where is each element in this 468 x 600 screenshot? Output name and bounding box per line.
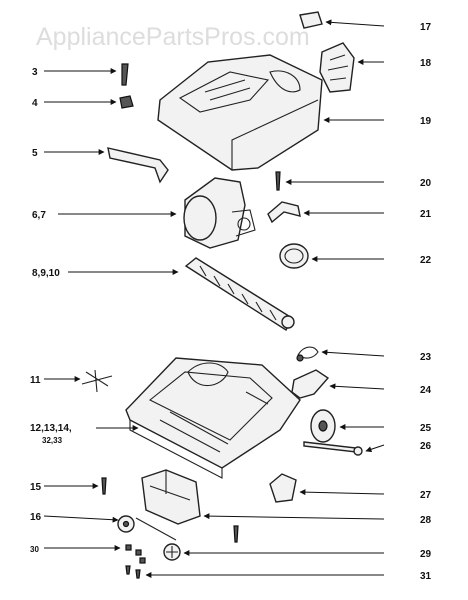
part-5-bracket	[107, 147, 169, 184]
callout-22: 22	[420, 255, 432, 266]
callout-8-9-10: 8,9,10	[32, 268, 60, 279]
part-rod	[135, 517, 177, 541]
part-18-lens	[319, 42, 355, 93]
part-26-axle	[303, 441, 363, 456]
callout-28: 28	[420, 515, 432, 526]
callout-5: 5	[32, 148, 38, 159]
part-28-nozzle	[141, 469, 201, 525]
callout-19: 19	[420, 116, 432, 127]
callout-30: 30	[30, 545, 39, 554]
callout-23: 23	[420, 352, 432, 363]
part-20-screw	[275, 171, 281, 191]
callout-16: 16	[30, 512, 42, 523]
part-24-pedal	[291, 369, 330, 399]
callout-25: 25	[420, 423, 432, 434]
part-8-9-10-brushroll	[184, 257, 295, 332]
part-17-clip	[299, 11, 323, 29]
part-22-belt-ring	[279, 243, 309, 269]
part-30-bits	[125, 544, 146, 564]
part-19-hood-cover	[157, 54, 323, 171]
callout-29: 29	[420, 549, 432, 560]
part-16-small-wheel	[117, 515, 135, 533]
watermark-text: AppliancePartsPros.com	[36, 23, 310, 51]
callout-21: 21	[420, 209, 432, 220]
part-25-wheel	[310, 409, 336, 443]
callout-6-7: 6,7	[32, 210, 46, 221]
part-12-base-housing	[125, 357, 301, 479]
part-27-latch	[269, 473, 297, 503]
part-6-7-motor	[183, 177, 256, 249]
callout-11: 11	[30, 375, 41, 386]
part-31-screws	[125, 565, 141, 579]
part-3-screw	[121, 63, 129, 86]
part-screw-small	[233, 525, 239, 543]
callout-31: 31	[420, 571, 432, 582]
part-11-bracket	[81, 369, 113, 393]
callout-3: 3	[32, 67, 38, 78]
callout-24: 24	[420, 385, 432, 396]
leader-lines	[43, 19, 385, 578]
callout-12-13-14: 12,13,14,	[30, 423, 72, 434]
callout-18: 18	[420, 58, 432, 69]
part-4-bumper	[119, 95, 134, 109]
callout-20: 20	[420, 178, 432, 189]
callout-32-33: 32,33	[42, 436, 63, 445]
part-29-wheel	[163, 543, 181, 561]
callout-27: 27	[420, 490, 432, 501]
part-15-screw	[101, 477, 107, 495]
callout-4: 4	[32, 98, 38, 109]
part-21-clamp	[267, 201, 301, 224]
callout-15: 15	[30, 482, 42, 493]
callout-26: 26	[420, 441, 432, 452]
callout-17: 17	[420, 22, 432, 33]
part-23-spring	[296, 346, 319, 362]
callout-labels: 3 4 5 6,7 8,9,10 11 12,13,14, 32,33 15 1…	[30, 22, 432, 582]
